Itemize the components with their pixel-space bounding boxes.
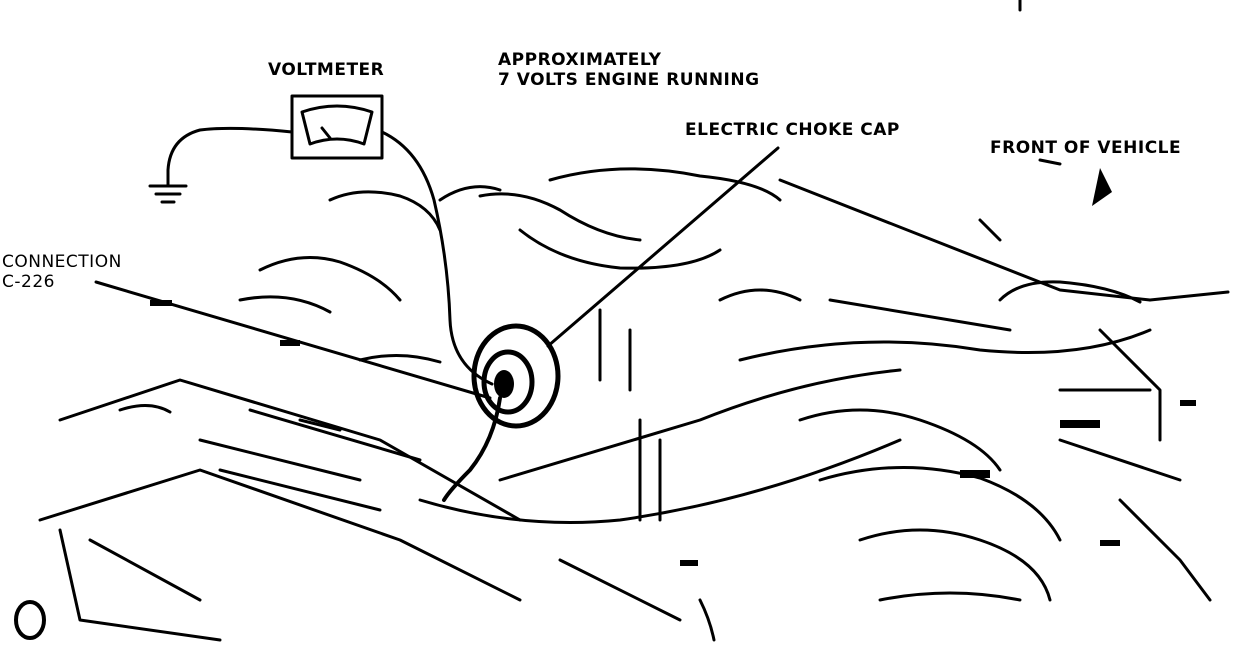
voltmeter-icon <box>290 94 384 160</box>
connection-label-line2: C-226 <box>2 272 55 292</box>
front-arrow-icon <box>1092 168 1112 206</box>
voltmeter-lead <box>380 130 494 386</box>
ground-wire <box>166 126 294 188</box>
engine-body <box>38 0 1230 642</box>
voltage-callout: APPROXIMATELY 7 VOLTS ENGINE RUNNING <box>498 50 760 90</box>
voltage-callout-line1: APPROXIMATELY <box>498 50 662 70</box>
ground-symbol-icon <box>148 184 188 204</box>
electric-choke-cap <box>442 323 561 502</box>
electric-choke-cap-label: ELECTRIC CHOKE CAP <box>685 120 900 140</box>
voltmeter-label: VOLTMETER <box>268 60 385 80</box>
connection-label: CONNECTION C-226 <box>2 252 122 292</box>
connection-label-line1: CONNECTION <box>2 252 122 272</box>
leader-choke <box>546 146 780 348</box>
voltage-callout-line2: 7 VOLTS ENGINE RUNNING <box>498 70 760 90</box>
front-of-vehicle-label: FRONT OF VEHICLE <box>990 138 1182 158</box>
engine-details <box>14 300 1196 640</box>
